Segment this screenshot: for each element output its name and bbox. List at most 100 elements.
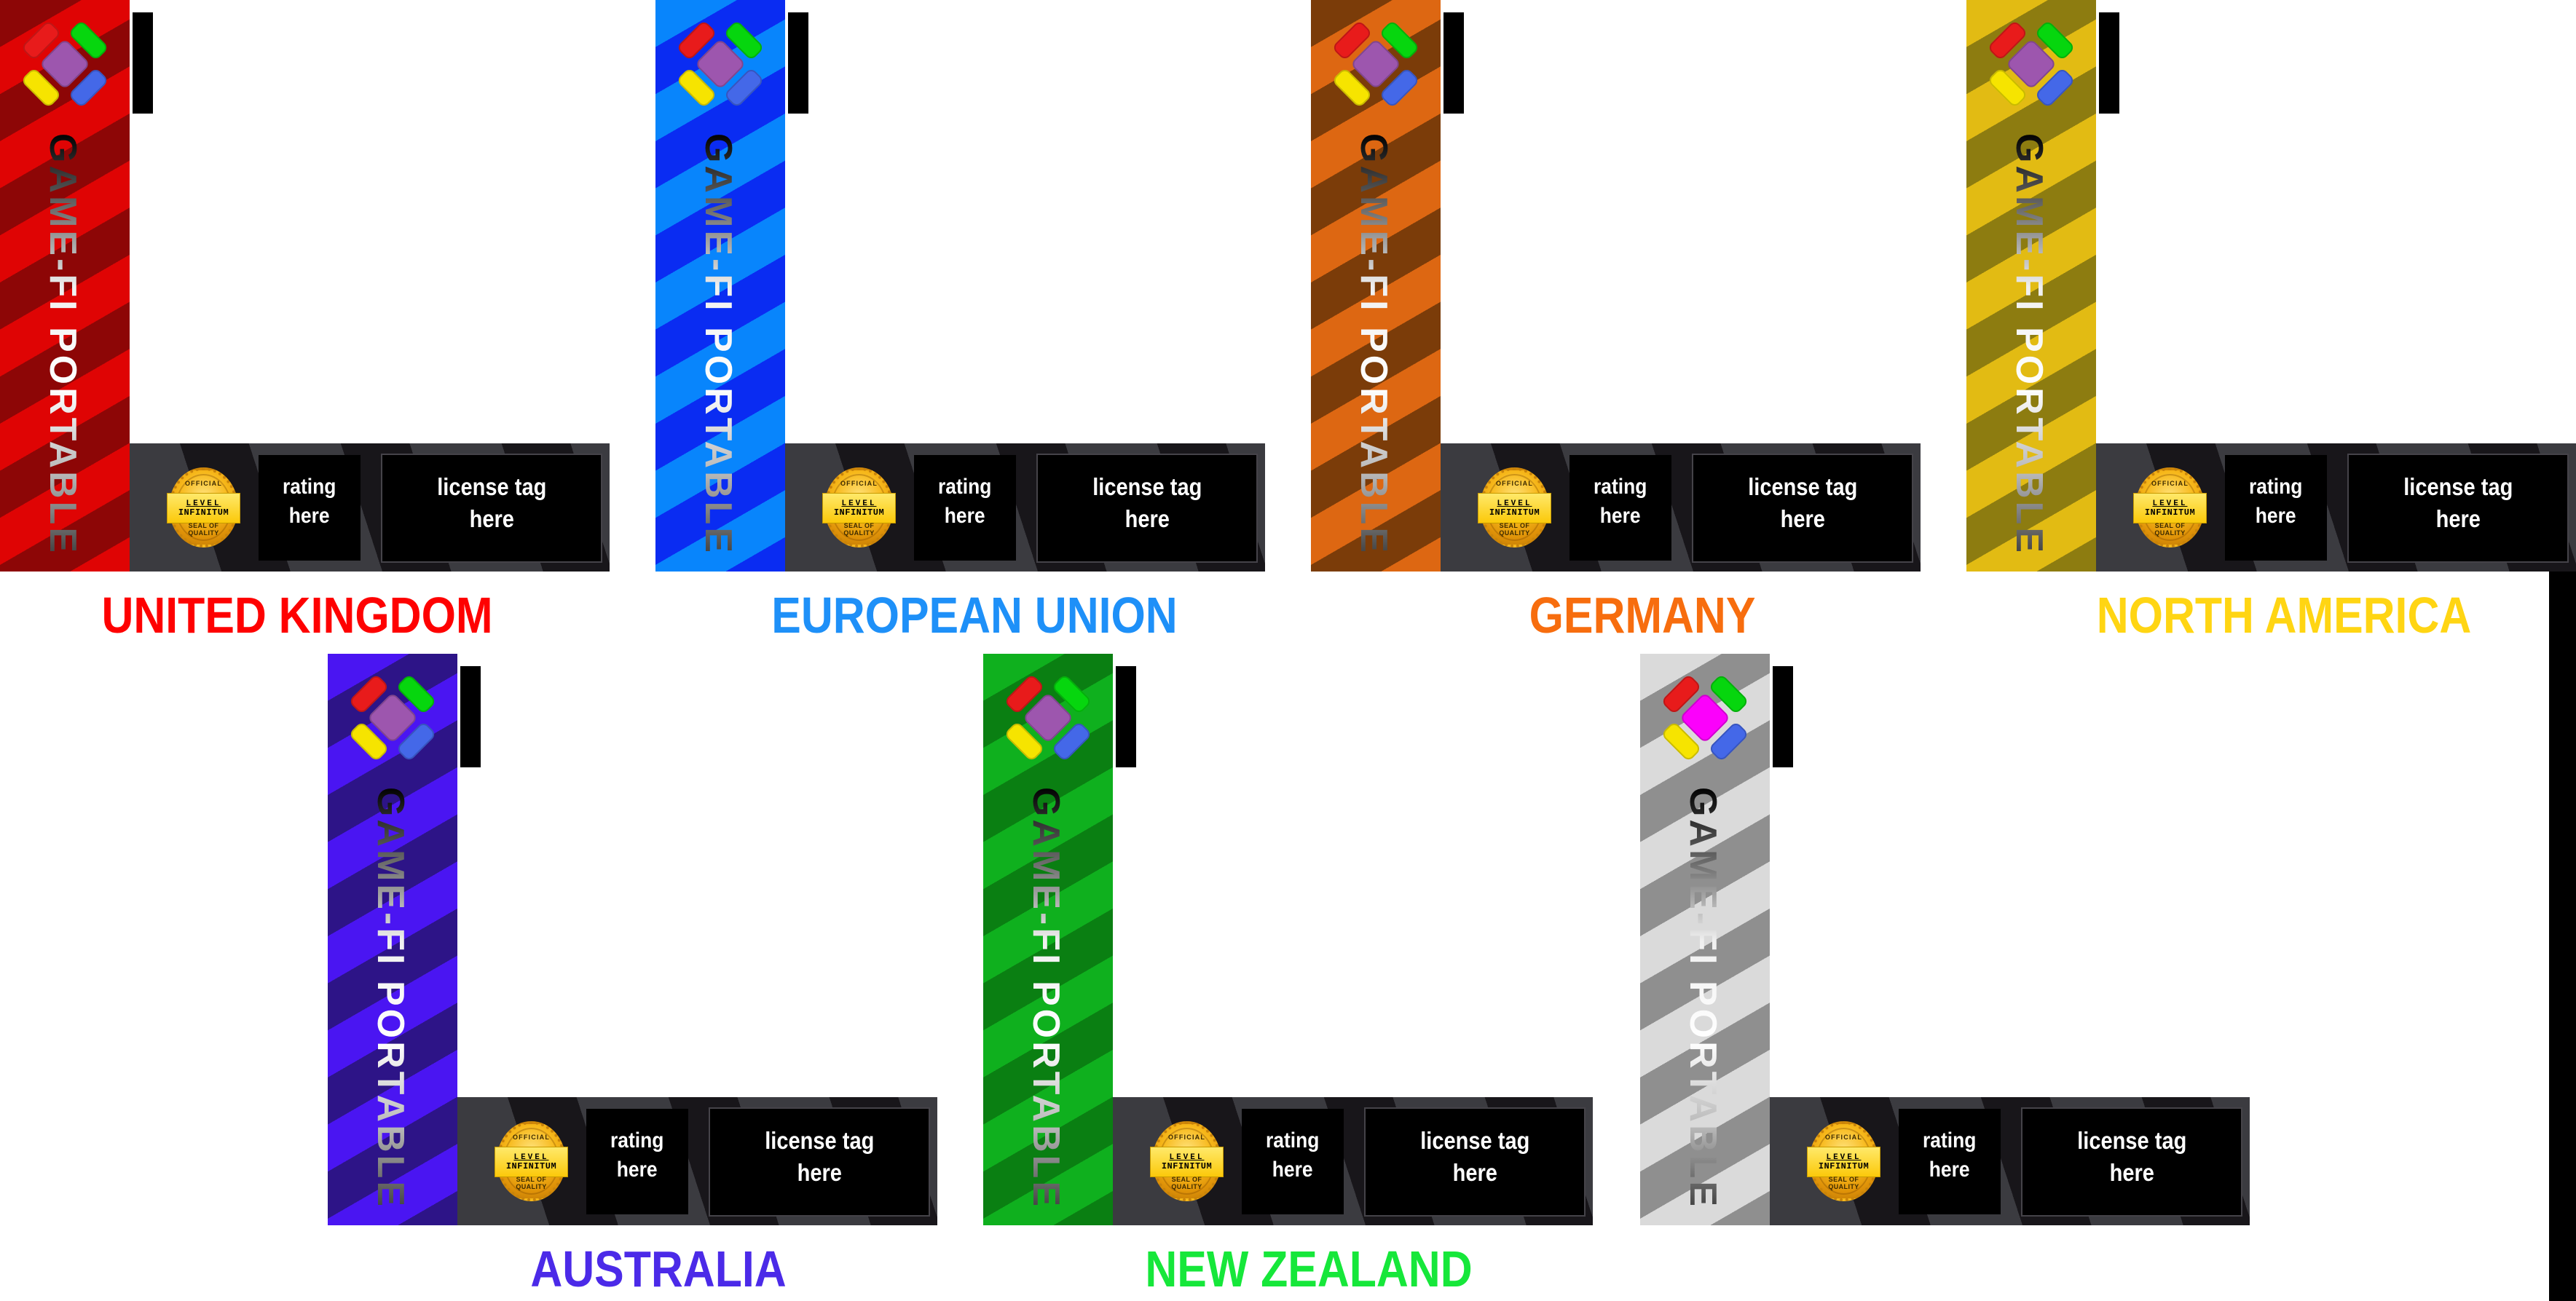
right-edge-black-strip [2549,572,2576,1301]
seal-quality-text: SEAL OF QUALITY [827,522,891,537]
license-placeholder-box: license tag here [2347,454,2569,563]
quality-line: QUALITY [188,529,219,537]
cartridge-notch [788,12,808,114]
seal-quality-text: SEAL OF QUALITY [2138,522,2202,537]
seal-band: LEVEL INFINITUM [2133,493,2207,523]
license-line2: here [797,1159,842,1186]
rating-line2: here [1929,1157,1970,1182]
license-placeholder-box: license tag here [2021,1107,2242,1217]
rating-line1: rating [1594,474,1647,499]
seal-band: LEVEL INFINITUM [1150,1147,1224,1177]
striped-spine-banner: GAME-FI PORTABLE [1311,0,1441,572]
license-placeholder-text: license tag here [2077,1125,2186,1189]
seal-level-text: LEVEL [841,499,877,508]
bottom-info-bar: OFFICIAL LEVEL INFINITUM SEAL OF QUALITY… [457,1097,937,1225]
seal-official-text: OFFICIAL [1167,1134,1206,1141]
seal-quality-text: SEAL OF QUALITY [1155,1176,1218,1190]
diamond-cluster-logo-icon [0,0,137,136]
seal-of-line: SEAL OF [2154,522,2186,529]
seal-quality-text: SEAL OF QUALITY [500,1176,563,1190]
license-placeholder-text: license tag here [1092,471,1202,535]
license-line2: here [1452,1159,1497,1186]
country-label: UNITED KINGDOM [101,587,493,644]
license-line2: here [2435,505,2481,532]
rating-line2: here [1272,1157,1313,1182]
license-line1: license tag [2076,1127,2187,1154]
seal-infinitum-text: INFINITUM [178,507,229,518]
seal-band: LEVEL INFINITUM [495,1147,568,1177]
rating-line2: here [1600,503,1641,528]
quality-line: QUALITY [1828,1183,1859,1190]
seal-band: LEVEL INFINITUM [1478,493,1551,523]
rating-line1: rating [283,474,336,499]
rating-placeholder-box: rating here [586,1109,688,1214]
seal-of-line: SEAL OF [1499,522,1530,529]
country-label: AUSTRALIA [530,1241,787,1297]
level-infinitum-seal-icon: OFFICIAL LEVEL INFINITUM SEAL OF QUALITY [1807,1121,1880,1201]
striped-spine-banner: GAME-FI PORTABLE [0,0,130,572]
seal-official-text: OFFICIAL [1824,1134,1863,1141]
license-placeholder-text: license tag here [1420,1125,1529,1189]
quality-line: QUALITY [843,529,875,537]
license-line1: license tag [1092,473,1202,500]
license-placeholder-box: license tag here [1692,454,1913,563]
seal-level-text: LEVEL [1497,499,1532,508]
level-infinitum-seal-icon: OFFICIAL LEVEL INFINITUM SEAL OF QUALITY [495,1121,568,1201]
cartridge-notch [1116,666,1136,767]
seal-level-text: LEVEL [513,1152,549,1162]
license-line1: license tag [1747,473,1858,500]
seal-of-line: SEAL OF [1171,1176,1202,1183]
seal-level-text: LEVEL [186,499,221,508]
license-placeholder-text: license tag here [1748,471,1857,535]
rating-placeholder-box: rating here [1569,455,1671,561]
seal-of-line: SEAL OF [188,522,219,529]
rating-placeholder-box: rating here [1242,1109,1344,1214]
region-united-kingdom: GAME-FI PORTABLE OFFICIAL LEVEL INFINITU… [0,0,610,644]
rating-line1: rating [938,474,992,499]
bottom-info-bar: OFFICIAL LEVEL INFINITUM SEAL OF QUALITY… [1441,443,1921,572]
seal-official-text: OFFICIAL [2151,480,2189,487]
seal-infinitum-text: INFINITUM [1161,1160,1213,1171]
rating-line2: here [945,503,985,528]
seal-level-text: LEVEL [1169,1152,1205,1162]
diamond-cluster-logo-icon [976,646,1120,790]
license-placeholder-box: license tag here [1364,1107,1586,1217]
license-line1: license tag [1419,1127,1530,1154]
seal-official-text: OFFICIAL [840,480,878,487]
quality-line: QUALITY [516,1183,547,1190]
level-infinitum-seal-icon: OFFICIAL LEVEL INFINITUM SEAL OF QUALITY [1150,1121,1224,1201]
rating-line1: rating [2249,474,2303,499]
license-placeholder-text: license tag here [765,1125,874,1189]
seal-level-text: LEVEL [1826,1152,1862,1162]
brand-vertical-text: GAME-FI PORTABLE [1352,133,1395,573]
rating-line2: here [289,503,330,528]
diamond-cluster-logo-icon [320,646,465,790]
region-germany: GAME-FI PORTABLE OFFICIAL LEVEL INFINITU… [1311,0,1921,644]
rating-line1: rating [1266,1128,1320,1152]
rating-placeholder-box: rating here [914,455,1016,561]
seal-of-line: SEAL OF [843,522,875,529]
rating-placeholder-text: rating here [1594,472,1647,531]
striped-spine-banner: GAME-FI PORTABLE [655,0,785,572]
license-placeholder-box: license tag here [709,1107,930,1217]
license-line2: here [469,505,514,532]
diamond-cluster-logo-icon [648,0,792,136]
bottom-info-bar: OFFICIAL LEVEL INFINITUM SEAL OF QUALITY… [785,443,1265,572]
cartridge-notch [2099,12,2119,114]
quality-line: QUALITY [2154,529,2186,537]
region-north-america: GAME-FI PORTABLE OFFICIAL LEVEL INFINITU… [1966,0,2576,644]
level-infinitum-seal-icon: OFFICIAL LEVEL INFINITUM SEAL OF QUALITY [822,467,896,547]
rating-placeholder-text: rating here [610,1126,663,1185]
seal-official-text: OFFICIAL [184,480,223,487]
striped-spine-banner: GAME-FI PORTABLE [1966,0,2096,572]
country-label: NORTH AMERICA [2096,587,2472,644]
brand-vertical-text: GAME-FI PORTABLE [696,133,740,573]
striped-spine-banner: GAME-FI PORTABLE [983,654,1113,1225]
seal-of-line: SEAL OF [1828,1176,1859,1183]
rating-placeholder-text: rating here [283,472,336,531]
rating-placeholder-box: rating here [1899,1109,2001,1214]
country-label: NEW ZEALAND [1145,1241,1473,1297]
license-placeholder-text: license tag here [437,471,546,535]
rating-placeholder-text: rating here [938,472,991,531]
seal-level-text: LEVEL [2152,499,2188,508]
